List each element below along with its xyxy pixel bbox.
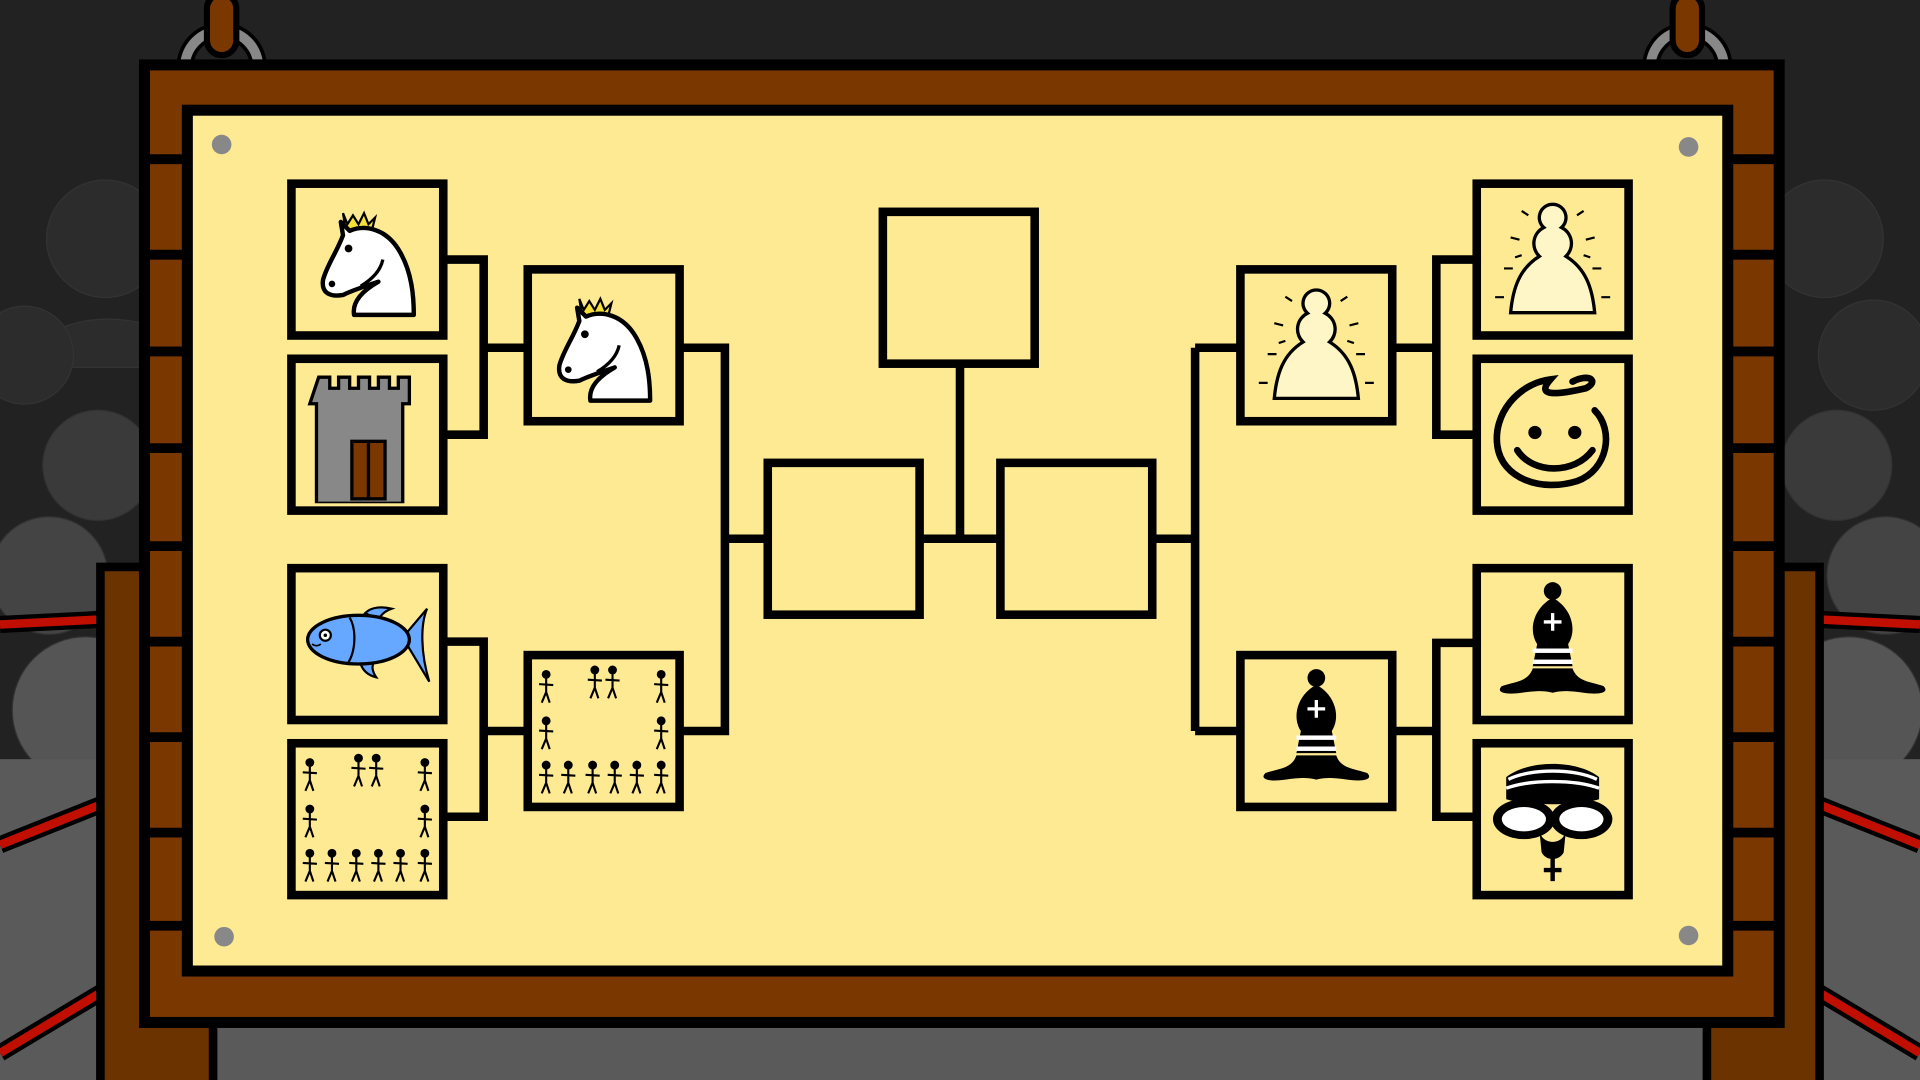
bracket-lines <box>443 255 1477 822</box>
bracket-slot-left-r1-2[interactable] <box>287 354 448 515</box>
bracket-slot-right-r1-1[interactable] <box>1472 179 1633 340</box>
crowd-silhouettes <box>0 179 1920 785</box>
frame-brick-lines <box>144 154 1780 931</box>
bracket-slot-right-r1-3[interactable] <box>1472 563 1633 725</box>
bracket-slot-left-r2-1[interactable] <box>523 265 684 426</box>
bracket-slot-left-semifinal[interactable] <box>763 458 924 619</box>
bracket-slot-right-r1-4[interactable] <box>1472 738 1633 900</box>
slot-box <box>996 458 1157 619</box>
slot-box <box>878 207 1039 368</box>
bracket-slot-champion[interactable] <box>878 207 1039 368</box>
bracket-slot-left-r1-1[interactable] <box>287 179 448 340</box>
bracket-slot-left-r1-4[interactable] <box>287 738 448 900</box>
bracket-slot-right-r2-2[interactable] <box>1236 650 1397 812</box>
bracket-slot-left-r2-2[interactable] <box>523 650 684 812</box>
slot-box <box>763 458 924 619</box>
bracket-slot-right-r1-2[interactable] <box>1472 354 1633 515</box>
tower-icon <box>308 375 412 504</box>
bracket-slot-right-semifinal[interactable] <box>996 458 1157 619</box>
bracket-slot-right-r2-1[interactable] <box>1236 265 1397 426</box>
bracket-slot-left-r1-3[interactable] <box>287 563 448 725</box>
screws <box>211 134 1699 947</box>
